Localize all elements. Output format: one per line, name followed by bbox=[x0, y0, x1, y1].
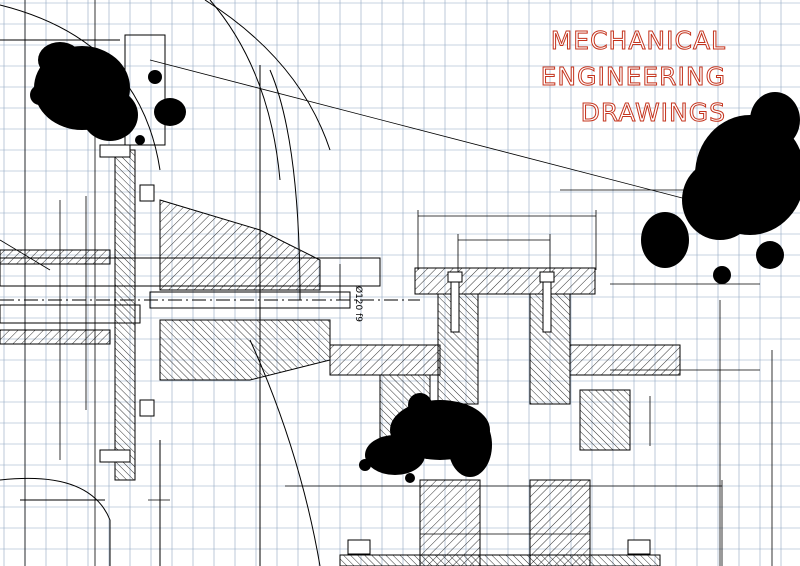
diameter-dimension-label: Ø120 f9 bbox=[353, 286, 363, 323]
bolts bbox=[99, 144, 651, 555]
title-line-1: MECHANICAL bbox=[550, 26, 726, 56]
ink-blots bbox=[30, 42, 800, 483]
hatched-sections bbox=[0, 149, 681, 566]
title-line-2: ENGINEERING bbox=[540, 62, 726, 92]
title-line-3: DRAWINGS bbox=[580, 98, 726, 128]
dimension-lines bbox=[0, 0, 780, 566]
